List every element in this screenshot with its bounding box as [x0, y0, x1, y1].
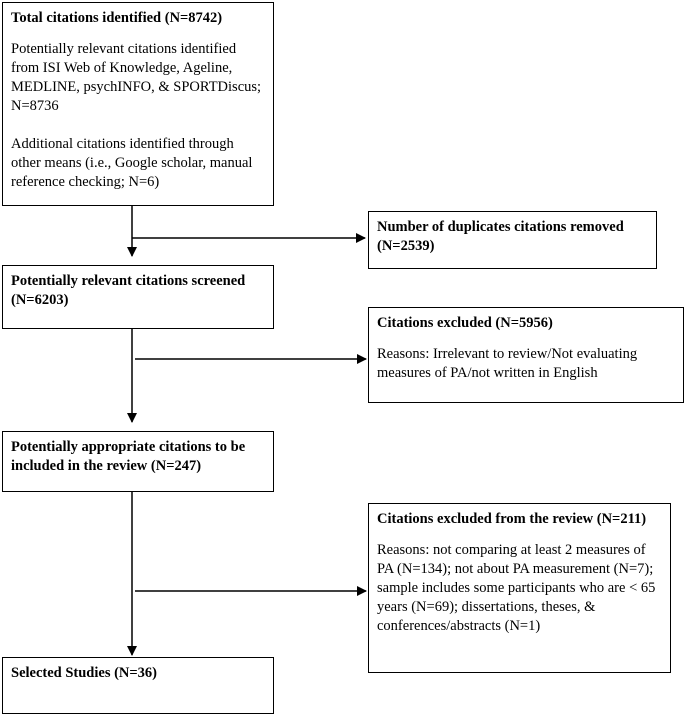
excluded-citations-title: Citations excluded (N=5956) — [377, 315, 553, 331]
excluded-from-review-title: Citations excluded from the review (N=21… — [377, 511, 647, 527]
total-citations-box: Total citations identified (N=8742) Pote… — [2, 2, 274, 206]
excluded-from-review-box: Citations excluded from the review (N=21… — [368, 503, 671, 673]
appropriate-citations-box: Potentially appropriate citations to be … — [2, 431, 274, 492]
excluded-citations-box: Citations excluded (N=5956) Reasons: Irr… — [368, 307, 684, 403]
selected-studies-box: Selected Studies (N=36) — [2, 657, 274, 714]
screened-citations-box: Potentially relevant citations screened … — [2, 265, 274, 329]
selected-studies-title: Selected Studies (N=36) — [11, 665, 157, 681]
excluded-citations-reasons: Reasons: Irrelevant to review/Not evalua… — [377, 346, 638, 381]
duplicates-removed-box: Number of duplicates citations removed (… — [368, 211, 657, 269]
duplicates-removed-title: Number of duplicates citations removed (… — [377, 219, 624, 254]
appropriate-citations-title: Potentially appropriate citations to be … — [11, 439, 246, 474]
additional-citations-text: Additional citations identified through … — [11, 136, 253, 190]
database-citations-text: Potentially relevant citations identifie… — [11, 41, 262, 114]
excluded-from-review-reasons: Reasons: not comparing at least 2 measur… — [377, 542, 656, 634]
screened-citations-title: Potentially relevant citations screened … — [11, 273, 246, 308]
total-citations-title: Total citations identified (N=8742) — [11, 10, 223, 26]
